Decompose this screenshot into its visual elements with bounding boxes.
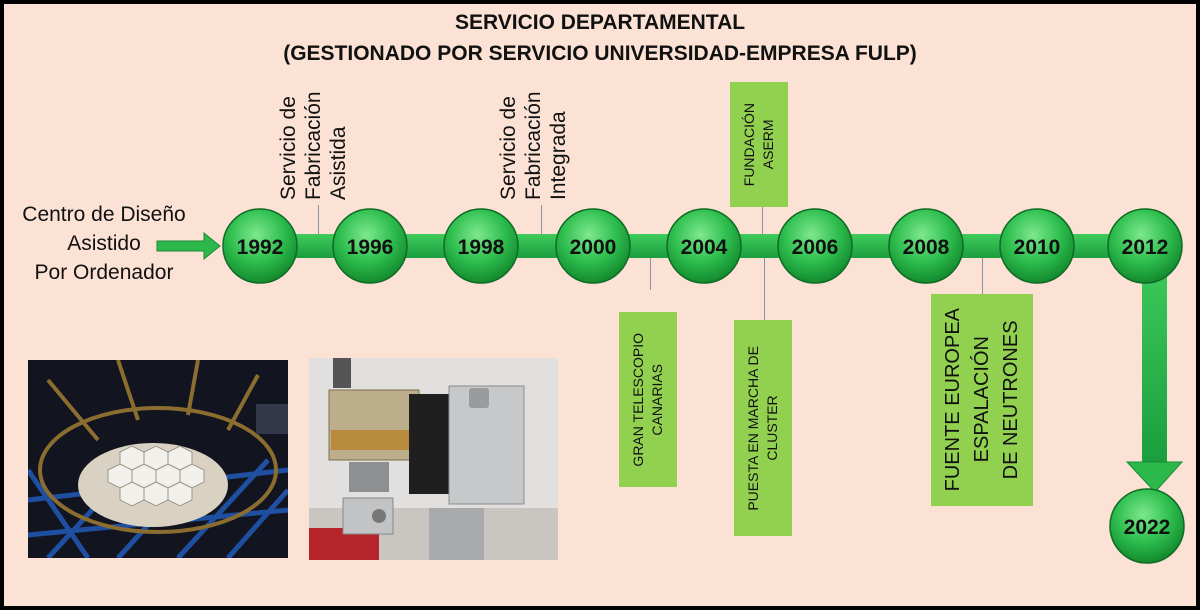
ess-line-2: ESPALACIÓN (970, 336, 993, 464)
year-label: 2006 (792, 236, 839, 259)
milestone-2-line-2: Fabricación (522, 91, 545, 200)
origin-line-3: Por Ordenador (34, 261, 174, 284)
year-node-1998: 1998 (443, 208, 519, 284)
machine-part-photo (309, 358, 558, 560)
origin-line-1: Centro de Diseño (22, 203, 186, 226)
year-label: 2010 (1014, 236, 1061, 259)
fundacion-line-2: ASERM (760, 119, 776, 170)
milestone-2-line-1: Servicio de (497, 96, 520, 200)
year-node-circle (1109, 488, 1185, 564)
telescope-illustration (28, 360, 288, 558)
connector-gtc (650, 258, 651, 290)
year-label: 2022 (1124, 516, 1171, 539)
year-label: 1992 (237, 236, 284, 259)
year-node-circle (332, 208, 408, 284)
year-label: 1996 (347, 236, 394, 259)
box-fuente-europea: FUENTE EUROPEA ESPALACIÓN DE NEUTRONES (931, 294, 1033, 506)
ess-line-1: FUENTE EUROPEA (941, 308, 964, 492)
cluster-line-2: CLUSTER (764, 395, 780, 461)
year-node-circle (777, 208, 853, 284)
milestone-1-line-2: Fabricación (302, 91, 325, 200)
connector-1996 (318, 205, 319, 235)
year-node-1992: 1992 (222, 208, 298, 284)
connector-fundacion (762, 207, 763, 235)
year-node-2006: 2006 (777, 208, 853, 284)
gtc-line-1: GRAN TELESCOPIO (630, 332, 646, 467)
fundacion-line-1: FUNDACIÓN (741, 102, 757, 187)
ess-line-3: DE NEUTRONES (999, 320, 1022, 480)
year-node-circle (443, 208, 519, 284)
year-node-2004: 2004 (666, 208, 742, 284)
entry-arrow-icon (156, 231, 221, 261)
year-node-circle (1107, 208, 1183, 284)
gtc-line-2: CANARIAS (649, 363, 665, 436)
milestone-2-line-3: Integrada (547, 111, 570, 200)
origin-label: Centro de Diseño Asistido Por Ordenador (6, 200, 202, 287)
year-node-circle (888, 208, 964, 284)
title-line-2: (GESTIONADO POR SERVICIO UNIVERSIDAD-EMP… (283, 42, 917, 65)
year-node-circle (555, 208, 631, 284)
year-node-2010: 2010 (999, 208, 1075, 284)
year-node-circle (999, 208, 1075, 284)
year-label: 2004 (681, 236, 728, 259)
milestone-fabricacion-integrada: Servicio de Fabricación Integrada (496, 82, 571, 200)
milestone-fabricacion-asistida: Servicio de Fabricación Asistida (276, 82, 351, 200)
year-node-2022: 2022 (1109, 488, 1185, 564)
year-node-2012: 2012 (1107, 208, 1183, 284)
year-label: 2012 (1122, 236, 1169, 259)
year-label: 2000 (570, 236, 617, 259)
milestone-1-line-1: Servicio de (277, 96, 300, 200)
telescope-photo (28, 360, 288, 558)
origin-line-2: Asistido (67, 232, 141, 255)
milestone-1-line-3: Asistida (327, 126, 350, 200)
down-arrow-icon (1125, 461, 1184, 493)
year-node-2008: 2008 (888, 208, 964, 284)
connector-2000 (541, 205, 542, 235)
title-line-1: SERVICIO DEPARTAMENTAL (454, 11, 746, 34)
year-label: 1998 (458, 236, 505, 259)
year-node-2000: 2000 (555, 208, 631, 284)
connector-cluster (764, 258, 765, 320)
machine-part-illustration (309, 358, 558, 560)
year-node-circle (222, 208, 298, 284)
year-label: 2008 (903, 236, 950, 259)
cluster-line-1: PUESTA EN MARCHA DE (745, 345, 761, 511)
connector-ess (982, 258, 983, 294)
year-node-circle (666, 208, 742, 284)
year-node-1996: 1996 (332, 208, 408, 284)
